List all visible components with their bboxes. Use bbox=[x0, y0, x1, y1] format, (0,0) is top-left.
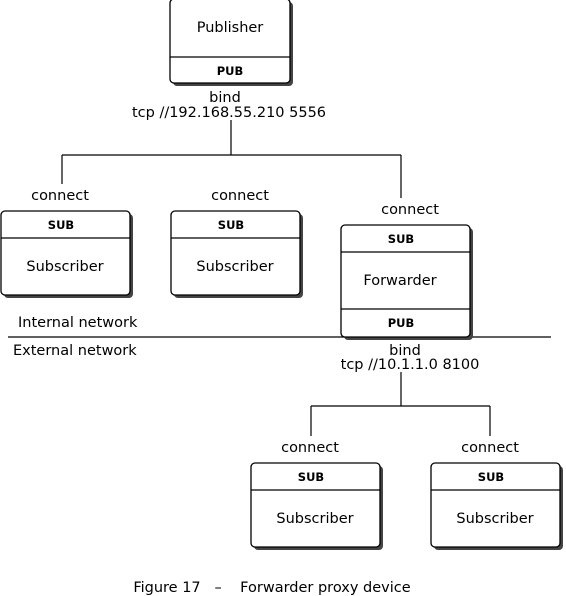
figure-caption: Figure 17 – Forwarder proxy device bbox=[133, 580, 410, 596]
subscriber-node: SUB Subscriber bbox=[250, 462, 383, 550]
publisher-bind-address: tcp //192.168.55.210 5556 bbox=[132, 105, 326, 121]
connection-lines bbox=[61, 120, 491, 436]
forwarder-title: Forwarder bbox=[363, 273, 436, 289]
publisher-node: Publisher PUB bbox=[169, 0, 293, 86]
connect-label: connect bbox=[381, 202, 439, 218]
external-network-label: External network bbox=[13, 343, 137, 359]
subscriber-socket: SUB bbox=[298, 470, 324, 484]
connect-label: connect bbox=[281, 440, 339, 456]
forwarder-socket-in: SUB bbox=[388, 232, 414, 246]
connect-label: connect bbox=[461, 440, 519, 456]
subscriber-title: Subscriber bbox=[196, 259, 273, 275]
subscriber-socket: SUB bbox=[48, 218, 74, 232]
subscriber-title: Subscriber bbox=[456, 511, 533, 527]
subscriber-title: Subscriber bbox=[276, 511, 353, 527]
subscriber-title: Subscriber bbox=[26, 259, 103, 275]
forwarder-socket-out: PUB bbox=[388, 316, 415, 330]
connect-label: connect bbox=[31, 188, 89, 204]
subscriber-socket: SUB bbox=[478, 470, 504, 484]
subscriber-socket: SUB bbox=[218, 218, 244, 232]
forwarder-bind-address: tcp //10.1.1.0 8100 bbox=[341, 357, 480, 373]
connect-label: connect bbox=[211, 188, 269, 204]
publisher-socket: PUB bbox=[217, 64, 244, 78]
publisher-bind-label: bind bbox=[209, 90, 241, 106]
subscriber-node: SUB Subscriber bbox=[430, 462, 563, 550]
forwarder-node: SUB Forwarder PUB bbox=[340, 224, 473, 340]
publisher-title: Publisher bbox=[197, 20, 264, 36]
subscriber-node: SUB Subscriber bbox=[0, 210, 133, 298]
forwarder-bind-label: bind bbox=[389, 343, 421, 359]
subscriber-node: SUB Subscriber bbox=[170, 210, 303, 298]
internal-network-label: Internal network bbox=[18, 315, 138, 331]
